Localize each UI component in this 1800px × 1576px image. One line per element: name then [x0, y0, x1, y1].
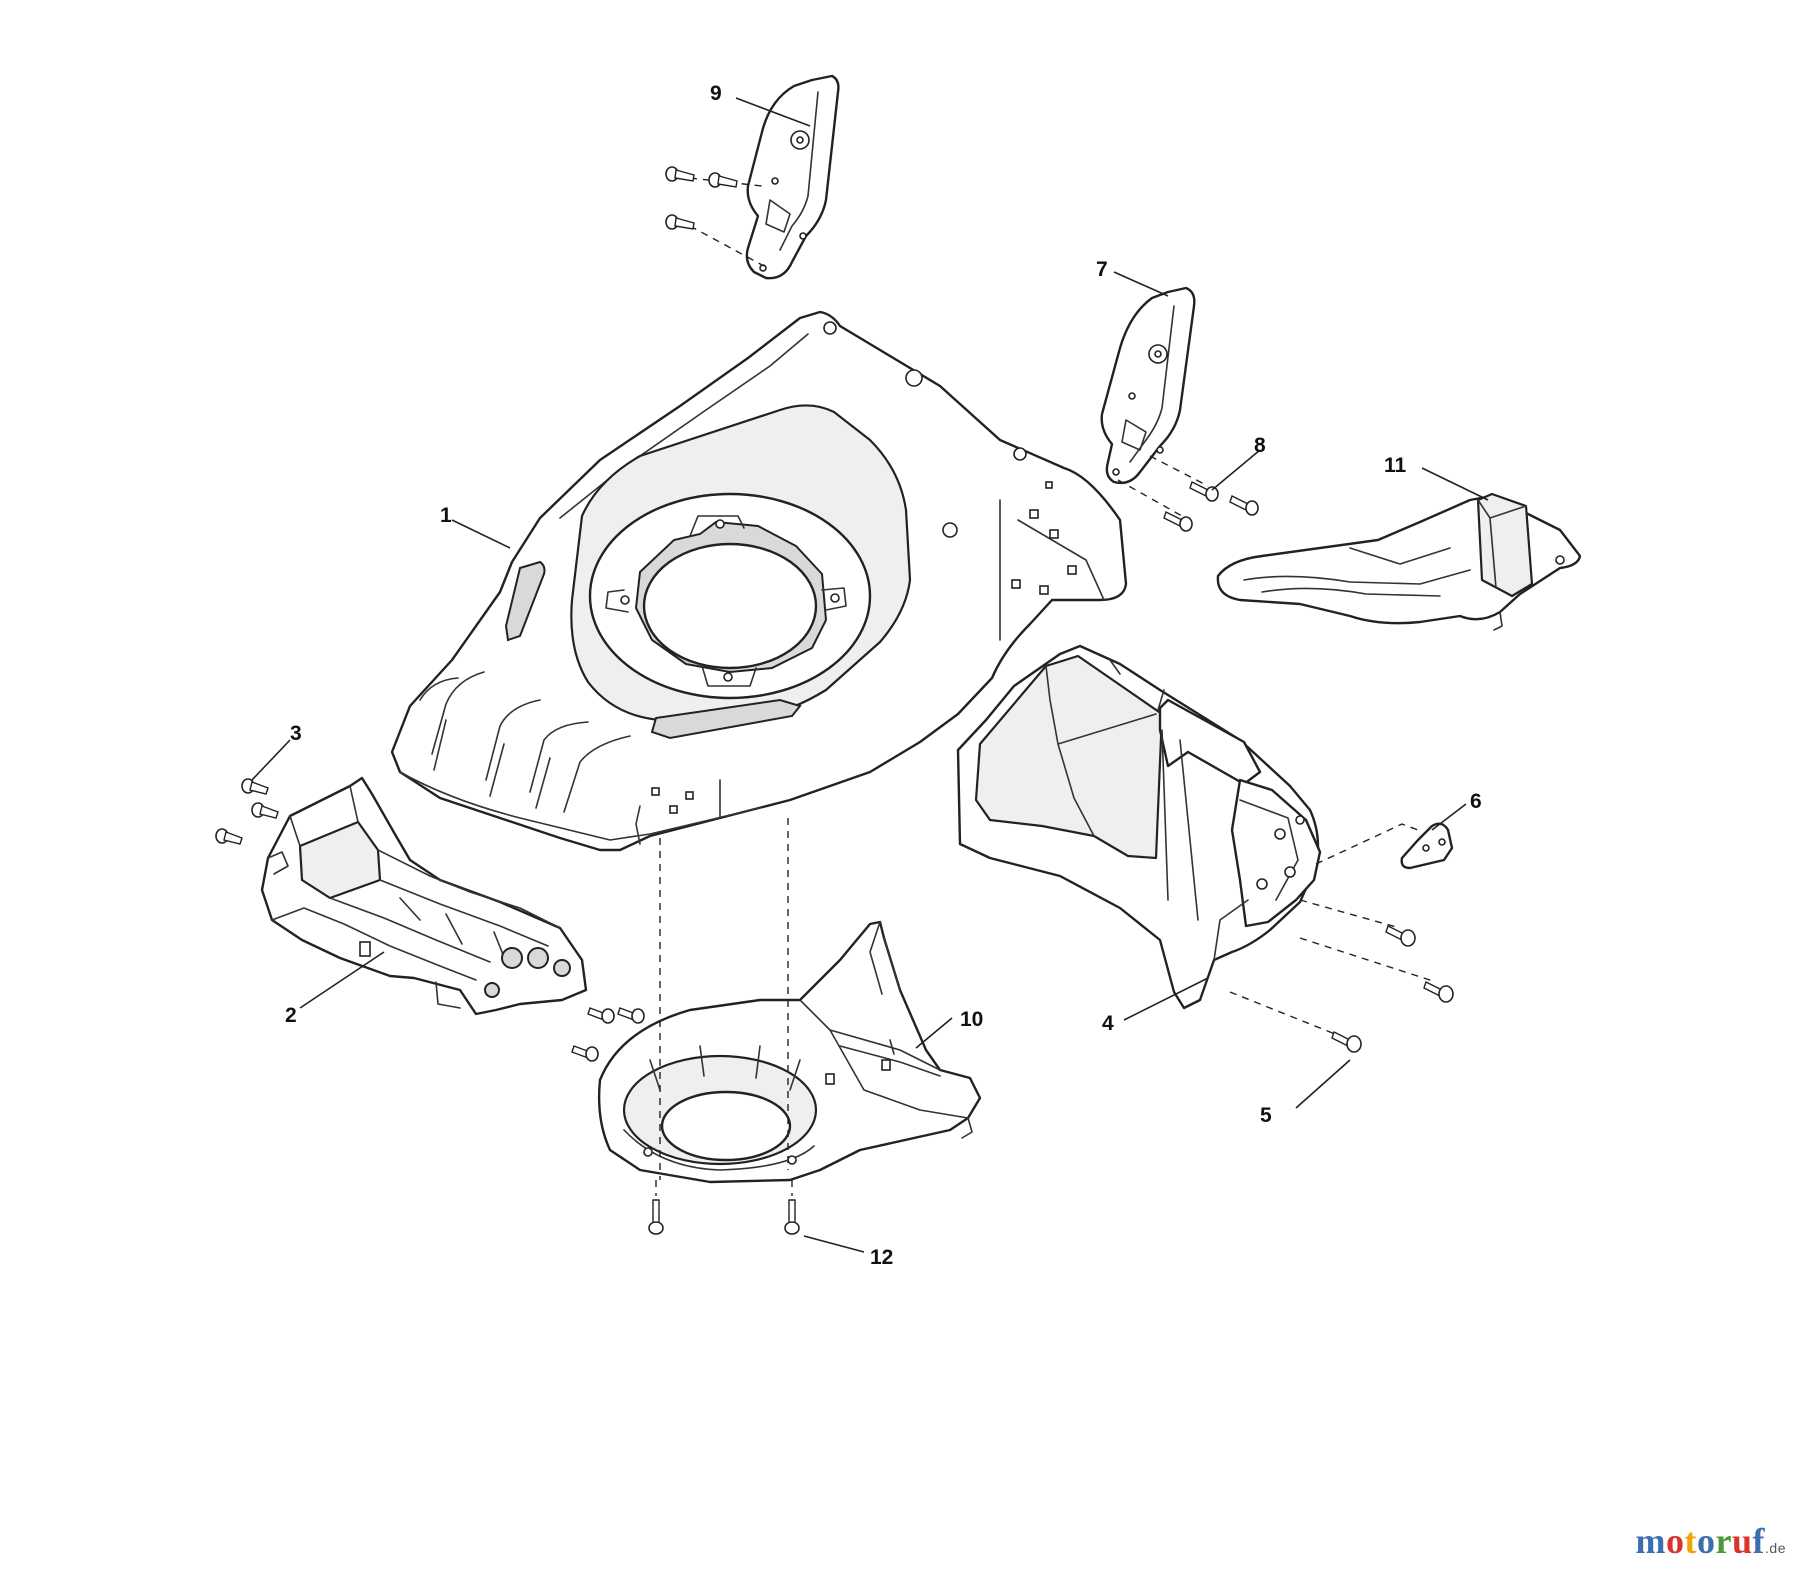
- callout-8: 8: [1254, 434, 1266, 457]
- callout-3: 3: [290, 722, 302, 745]
- part-4-discharge-chute: [956, 644, 1322, 1010]
- leader-lines: [251, 97, 1489, 1253]
- part-5-screws: [1229, 899, 1454, 1053]
- callout-4: 4: [1102, 1012, 1114, 1035]
- watermark-tld: .de: [1765, 1540, 1786, 1556]
- bumper-side-screws: [571, 1007, 645, 1062]
- callout-6: 6: [1470, 790, 1482, 813]
- part-12-screws: [648, 1180, 800, 1235]
- watermark-letter: o: [1697, 1521, 1716, 1561]
- callout-9: 9: [710, 82, 722, 105]
- watermark-letter: r: [1715, 1521, 1732, 1561]
- callout-5: 5: [1260, 1104, 1272, 1127]
- watermark-letter: t: [1684, 1521, 1698, 1561]
- watermark-letter: m: [1635, 1521, 1667, 1561]
- part-7-handle-bracket: [1100, 286, 1196, 485]
- watermark-letter: f: [1752, 1521, 1766, 1561]
- callout-labels: 9 7 8 11 1 3 6 2 4 5 10 12: [285, 82, 1482, 1269]
- part-11-rear-guard: [1216, 492, 1582, 631]
- callout-2: 2: [285, 1004, 297, 1027]
- callout-10: 10: [960, 1008, 983, 1031]
- callout-11: 11: [1384, 454, 1407, 477]
- callout-12: 12: [870, 1246, 893, 1269]
- callout-7: 7: [1096, 258, 1108, 281]
- watermark-letter: u: [1732, 1521, 1753, 1561]
- part-9-screws: [665, 166, 765, 267]
- part-9-handle-bracket: [745, 74, 840, 280]
- callout-1: 1: [440, 504, 452, 527]
- part-8-screws: [1117, 455, 1259, 532]
- part-6-hinge-bracket: [1315, 822, 1454, 870]
- watermark-letter: o: [1666, 1521, 1685, 1561]
- part-3-screws: [215, 778, 279, 845]
- part-1-mower-deck: [390, 310, 1128, 852]
- watermark-letters: motoruf: [1636, 1521, 1766, 1561]
- watermark-logo: motoruf.de: [1636, 1520, 1786, 1562]
- part-2-front-bumper: [260, 776, 588, 1016]
- part-10-blade-baffle: [597, 920, 982, 1184]
